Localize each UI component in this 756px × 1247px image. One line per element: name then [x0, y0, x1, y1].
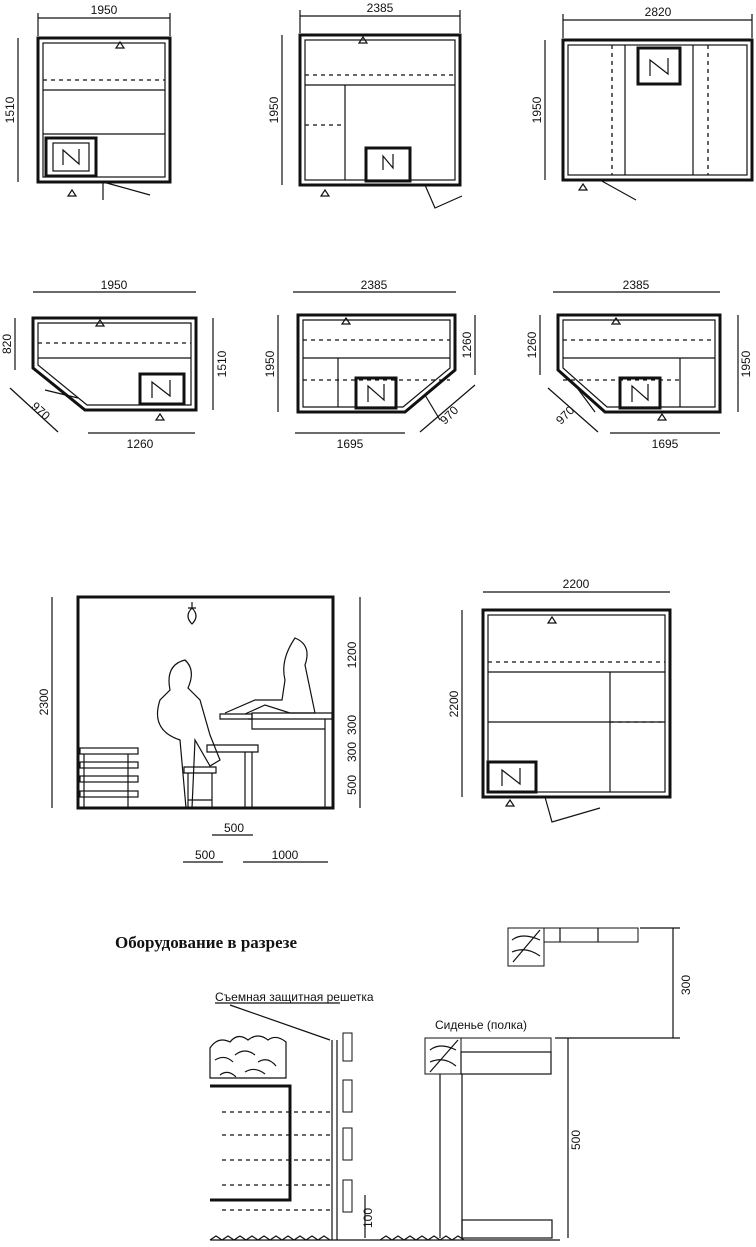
dim-300: 300 — [679, 975, 693, 995]
plan-2: 2385 1950 — [267, 1, 463, 209]
heater-icon — [618, 376, 662, 410]
dim-bottom: 1260 — [127, 437, 154, 451]
dim-left: 1260 — [525, 331, 539, 358]
steps — [79, 747, 139, 808]
plan-6: 2385 1260 1950 970 1695 — [525, 278, 753, 451]
equipment-detail: Оборудование в разрезе 300 Съемная защит… — [115, 927, 693, 1241]
dim-depth: 1950 — [530, 96, 544, 123]
person-seated — [224, 637, 316, 715]
dim-height: 2300 — [37, 688, 51, 715]
plan-4: 1950 820 1510 970 1260 — [0, 278, 229, 451]
upper-seat-section — [507, 927, 639, 967]
sauna-section: 2300 1200 300 300 500 500 500 1000 — [37, 595, 361, 863]
protective-grille — [331, 1032, 353, 1240]
lamp-icon — [187, 602, 197, 625]
dim-left: 1950 — [263, 350, 277, 377]
dim-depth: 2200 — [447, 690, 461, 717]
dim-300-a: 300 — [345, 715, 359, 735]
dim-diagonal: 970 — [29, 399, 53, 423]
plan-3: 2820 1950 — [530, 5, 754, 201]
dim-depth: 1950 — [267, 96, 281, 123]
seat-label: Сиденье (полка) — [435, 1018, 527, 1032]
dim-500: 500 — [569, 1130, 583, 1150]
dim-bottom-500-b: 500 — [195, 848, 215, 862]
dim-right: 1260 — [460, 331, 474, 358]
lower-bench — [206, 744, 259, 808]
heater-icon — [44, 136, 98, 178]
dim-left: 820 — [0, 334, 14, 354]
dim-width: 2385 — [361, 278, 388, 292]
dim-300-b: 300 — [345, 742, 359, 762]
dim-100: 100 — [361, 1208, 375, 1228]
dim-500: 500 — [345, 775, 359, 795]
dim-width: 2820 — [645, 5, 672, 19]
dim-1200: 1200 — [345, 641, 359, 668]
heater-stones — [209, 1035, 330, 1211]
dim-bottom-500-a: 500 — [224, 821, 244, 835]
floor-line — [209, 1235, 560, 1241]
dim-right: 1950 — [739, 350, 753, 377]
dim-bottom-1000: 1000 — [272, 848, 299, 862]
plan-1: 1950 1510 — [3, 3, 172, 200]
heater-icon — [138, 372, 186, 406]
dim-diagonal: 970 — [437, 403, 461, 427]
heater-icon — [636, 46, 682, 86]
dim-width: 2385 — [367, 1, 394, 15]
dim-width: 1950 — [101, 278, 128, 292]
lamp-icon — [66, 188, 78, 197]
plan-5: 2385 1950 1260 970 1695 — [263, 278, 476, 451]
heater-icon — [486, 760, 538, 794]
heater-icon — [364, 146, 412, 183]
detail-title: Оборудование в разрезе — [115, 933, 297, 952]
stool — [183, 766, 217, 808]
plan-7: 2200 2200 — [447, 577, 672, 823]
dim-bottom: 1695 — [652, 437, 679, 451]
upper-bench — [248, 712, 333, 808]
dim-diagonal: 970 — [553, 403, 577, 427]
dim-width: 2200 — [563, 577, 590, 591]
dim-right: 1510 — [215, 350, 229, 377]
dim-depth: 1510 — [3, 96, 17, 123]
person-standing — [156, 659, 221, 809]
dim-bottom: 1695 — [337, 437, 364, 451]
dim-width: 2385 — [623, 278, 650, 292]
dim-width: 1950 — [91, 3, 118, 17]
heater-icon — [354, 376, 398, 410]
lower-seat-section — [424, 1037, 553, 1239]
grille-label: Съемная защитная решетка — [215, 990, 374, 1004]
